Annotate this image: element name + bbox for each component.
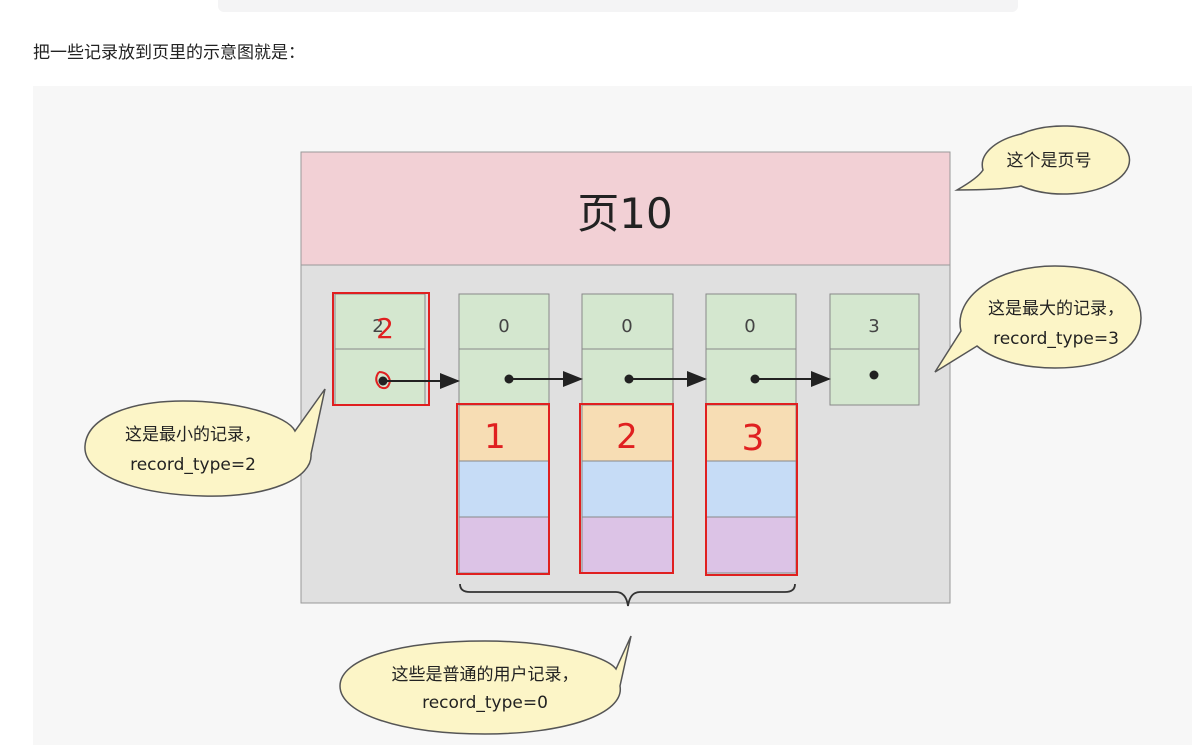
user-row-3 bbox=[705, 516, 797, 574]
page-structure-diagram: 页10 2 2 0 1 0 2 0 bbox=[84, 125, 1142, 735]
next-pointer-dot bbox=[624, 374, 634, 384]
user-records-brace bbox=[459, 583, 796, 607]
next-pointer-dot bbox=[378, 376, 388, 386]
handwritten-annotation: 2 bbox=[616, 417, 638, 457]
record-header-value: 0 bbox=[621, 316, 632, 337]
callout-bubble bbox=[339, 635, 632, 735]
handwritten-annotation: 2 bbox=[376, 312, 394, 345]
record-header-cell bbox=[581, 293, 674, 350]
callout-text-line2: record_type=2 bbox=[130, 455, 256, 475]
user-record-1: 0 1 bbox=[456, 293, 550, 575]
red-highlight-box bbox=[456, 403, 550, 575]
user-row-1 bbox=[581, 404, 674, 462]
user-row-2 bbox=[705, 460, 797, 518]
intro-text: 把一些记录放到页里的示意图就是： bbox=[33, 43, 305, 63]
user-row-1 bbox=[458, 404, 550, 462]
callout-text-line1: 这是最小的记录， bbox=[125, 425, 261, 445]
callout-page-number: 这个是页号 bbox=[954, 125, 1131, 195]
record-header-value: 3 bbox=[868, 316, 879, 337]
record-header-value: 0 bbox=[744, 316, 755, 337]
callout-text-line2: record_type=3 bbox=[993, 329, 1119, 349]
record-infimum: 2 2 bbox=[332, 292, 430, 406]
record-header-value: 2 bbox=[372, 316, 383, 337]
pointer-dot bbox=[869, 370, 879, 380]
red-highlight-box bbox=[705, 403, 798, 576]
next-pointer-dot bbox=[750, 374, 760, 384]
callout-text: 这个是页号 bbox=[1007, 151, 1092, 171]
handwritten-annotation: 3 bbox=[742, 418, 765, 459]
callout-user-records: 这些是普通的用户记录， record_type=0 bbox=[339, 635, 632, 735]
callout-bubble bbox=[84, 388, 326, 497]
user-row-3 bbox=[581, 516, 674, 574]
user-row-3 bbox=[458, 516, 550, 574]
user-row-1 bbox=[705, 404, 797, 462]
record-header-cell bbox=[705, 293, 797, 350]
record-header-cell bbox=[829, 293, 920, 350]
callout-max-record: 这是最大的记录， record_type=3 bbox=[934, 265, 1142, 373]
callout-bubble bbox=[934, 265, 1142, 373]
record-supremum: 3 bbox=[829, 293, 920, 406]
callout-text-line2: record_type=0 bbox=[422, 693, 548, 713]
handwritten-annotation: 1 bbox=[484, 417, 506, 457]
record-pointer-cell bbox=[334, 348, 426, 406]
red-highlight-box bbox=[579, 403, 674, 574]
callout-min-record: 这是最小的记录， record_type=2 bbox=[84, 388, 326, 497]
user-row-2 bbox=[458, 460, 550, 518]
red-highlight-box bbox=[332, 292, 430, 406]
diagram-figure: 页10 2 2 0 1 0 2 0 bbox=[33, 86, 1192, 745]
callout-bubble bbox=[954, 125, 1131, 195]
handwritten-zero-mark bbox=[375, 371, 392, 390]
user-row-2 bbox=[581, 460, 674, 518]
callout-text-line1: 这是最大的记录， bbox=[988, 299, 1124, 319]
page-title: 页10 bbox=[577, 189, 672, 238]
user-record-2: 0 2 bbox=[579, 293, 674, 574]
record-pointer-cell bbox=[458, 348, 550, 406]
callout-text-line1: 这些是普通的用户记录， bbox=[392, 665, 579, 685]
page-header-box bbox=[300, 151, 951, 266]
user-record-3: 0 3 bbox=[705, 293, 798, 576]
next-pointer-dot bbox=[504, 374, 514, 384]
code-block-edge bbox=[218, 0, 1018, 12]
record-header-value: 0 bbox=[498, 316, 509, 337]
